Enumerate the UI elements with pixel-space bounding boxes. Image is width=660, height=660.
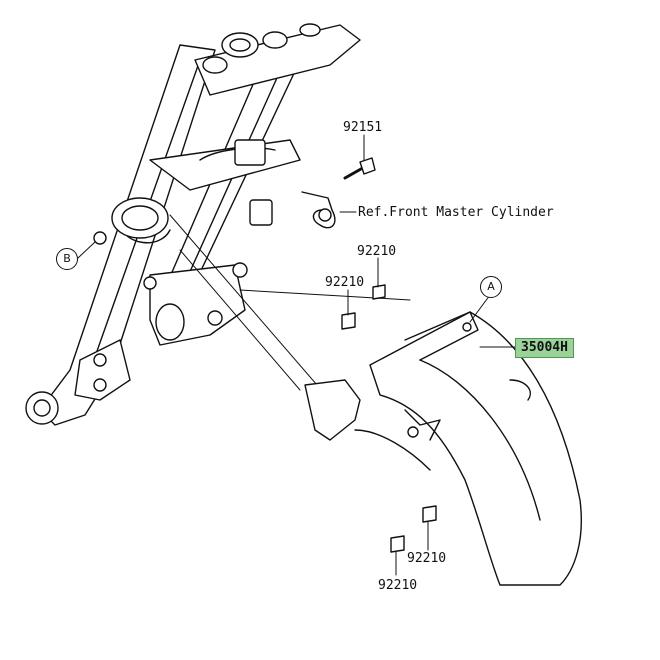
front-fender <box>304 311 582 586</box>
axle-bracket-right <box>143 262 248 346</box>
leader-lines <box>77 134 516 576</box>
reference-lines <box>169 214 411 401</box>
part-number-35004H-highlight: 35004H <box>515 338 574 358</box>
ref-marker-a: A <box>480 276 502 298</box>
axle-bracket-left <box>74 231 131 401</box>
ref-marker-b: B <box>56 248 78 270</box>
left-fork-tube <box>25 44 216 426</box>
lower-bracket <box>149 139 301 226</box>
cable-clip <box>301 191 336 229</box>
part-number-92210-left: 92210 <box>325 275 365 290</box>
ref-front-master-cylinder: Ref.Front Master Cylinder <box>358 205 554 220</box>
part-number-92210-bottom: 92210 <box>378 578 418 593</box>
clip-nut-left <box>341 312 356 330</box>
part-number-92210-lower-right: 92210 <box>407 551 447 566</box>
clip-nut-bottom <box>390 535 405 553</box>
top-triple-clamp <box>194 23 361 96</box>
part-number-92151: 92151 <box>343 120 383 135</box>
part-number-92210-top: 92210 <box>357 244 397 259</box>
clip-nut-top <box>372 284 386 300</box>
bolt-92151 <box>343 157 376 180</box>
clip-nut-lower-right <box>422 505 437 523</box>
